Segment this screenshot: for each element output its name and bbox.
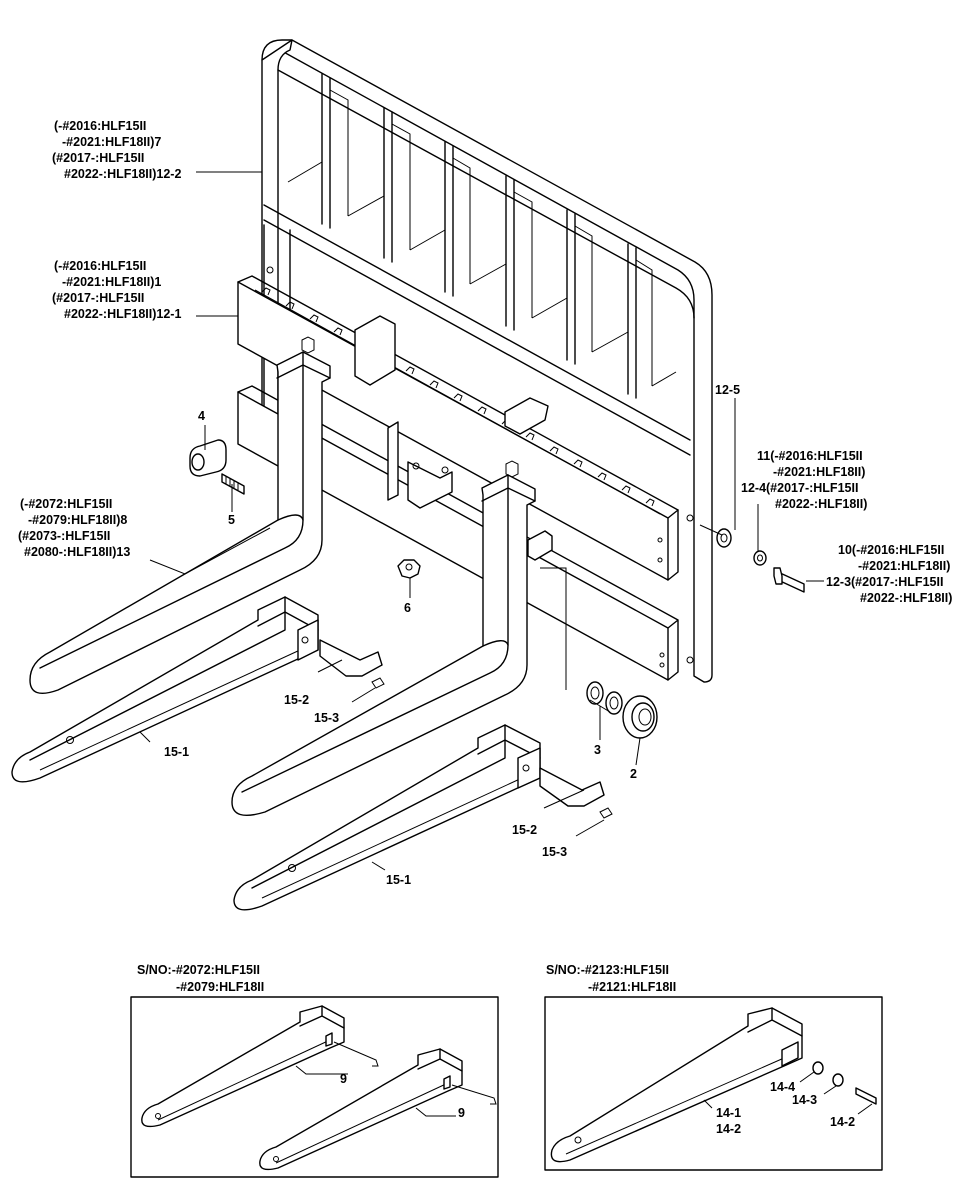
inset-serial: -#2079:HLF18II (176, 980, 264, 994)
inset-label-14-1: 14-1 (716, 1106, 741, 1120)
part-6-nut (397, 559, 421, 579)
part-label-4: 4 (198, 409, 205, 423)
inset-serial: -#2121:HLF18II (588, 980, 676, 994)
part-label-15-2: 15-2 (284, 693, 309, 707)
part-10-bolt (773, 567, 805, 593)
part-label-12-5: 12-5 (715, 383, 740, 397)
inset-left: S/NO:-#2072:HLF15II -#2079:HLF18II 9 9 (130, 963, 499, 1178)
inset-label-14-4: 14-4 (770, 1080, 795, 1094)
fork-extension-right (233, 724, 613, 911)
part-label-15-1: 15-1 (164, 745, 189, 759)
part-label-15-2: 15-2 (512, 823, 537, 837)
callout-line: 10(-#2016:HLF15II (838, 543, 944, 557)
part-label-3: 3 (594, 743, 601, 757)
part-label-6: 6 (404, 601, 411, 615)
part-label-2: 2 (630, 767, 637, 781)
callout-10-12-3: 10(-#2016:HLF15II -#2021:HLF18II) 12-3(#… (826, 543, 952, 605)
part-label-15-3: 15-3 (542, 845, 567, 859)
fork-extension-left (11, 596, 385, 783)
callout-line: 12-3(#2017-:HLF15II (826, 575, 943, 589)
callout-1-12-1: (-#2016:HLF15II -#2021:HLF18II)1 (#2017-… (52, 259, 181, 321)
fork-right (231, 460, 553, 816)
callout-8-13: (-#2072:HLF15II -#2079:HLF18II)8 (#2073-… (18, 497, 130, 559)
part-5-bolt (221, 473, 245, 495)
callout-line: #2022-:HLF18II)12-1 (64, 307, 181, 321)
callout-11-12-4: 11(-#2016:HLF15II -#2021:HLF18II) 12-4(#… (741, 449, 867, 511)
callout-line: (-#2016:HLF15II (54, 119, 146, 133)
callout-line: -#2079:HLF18II)8 (28, 513, 127, 527)
callout-7-12-2: (-#2016:HLF15II -#2021:HLF18II)7 (#2017-… (52, 119, 181, 181)
inset-label-14-2: 14-2 (830, 1115, 855, 1129)
inset-right: S/NO:-#2123:HLF15II -#2121:HLF18II 14-4 … (544, 963, 883, 1171)
callout-line: -#2021:HLF18II) (773, 465, 865, 479)
callout-line: #2022-:HLF18II) (775, 497, 867, 511)
part-12-5-washer (716, 528, 732, 548)
inset-frame (544, 996, 883, 1171)
callout-line: (-#2016:HLF15II (54, 259, 146, 273)
carriage-lower-bar (237, 385, 679, 681)
callout-line: (#2017-:HLF15II (52, 291, 144, 305)
callout-line: 12-4(#2017-:HLF15II (741, 481, 858, 495)
part-2-bearing (622, 695, 658, 739)
inset-label-9: 9 (458, 1106, 465, 1120)
inset-label-14-2: 14-2 (716, 1122, 741, 1136)
carriage-upper-bar (237, 275, 679, 581)
inset-frame (130, 996, 499, 1178)
part-label-5: 5 (228, 513, 235, 527)
inset-label-9: 9 (340, 1072, 347, 1086)
part-11-washer (753, 550, 767, 566)
callout-line: #2022-:HLF18II) (860, 591, 952, 605)
callout-line: #2080-:HLF18II)13 (24, 545, 130, 559)
inset-label-14-3: 14-3 (792, 1093, 817, 1107)
callout-line: 11(-#2016:HLF15II (757, 449, 863, 463)
callout-line: -#2021:HLF18II) (858, 559, 950, 573)
callout-line: -#2021:HLF18II)7 (62, 135, 161, 149)
fork-left (29, 336, 331, 694)
part-4-roller (189, 439, 227, 477)
part-3-washers (586, 681, 623, 715)
inset-serial: S/NO:-#2072:HLF15II (137, 963, 260, 977)
callout-line: (-#2072:HLF15II (20, 497, 112, 511)
part-label-15-1: 15-1 (386, 873, 411, 887)
callout-line: (#2073-:HLF15II (18, 529, 110, 543)
part-label-15-3: 15-3 (314, 711, 339, 725)
leader-lines (139, 171, 824, 871)
inset-serial: S/NO:-#2123:HLF15II (546, 963, 669, 977)
callout-line: -#2021:HLF18II)1 (62, 275, 161, 289)
callout-line: #2022-:HLF18II)12-2 (64, 167, 181, 181)
callout-line: (#2017-:HLF15II (52, 151, 144, 165)
